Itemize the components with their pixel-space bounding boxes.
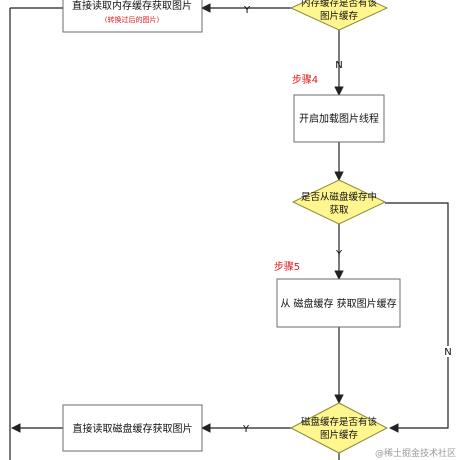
step5-label: 步骤5 bbox=[274, 261, 300, 273]
label-y-bottom: Y bbox=[242, 424, 250, 435]
label-n-top: N bbox=[335, 60, 342, 71]
disk-decision-diamond: 是否从磁盘缓存中 获取 bbox=[291, 179, 387, 225]
disk-decision-line2: 获取 bbox=[329, 205, 349, 216]
thread-process-box: 开启加载图片线程 bbox=[293, 94, 385, 143]
disk-decision-line1: 是否从磁盘缓存中 bbox=[301, 191, 377, 203]
memory-decision-line1: 内存缓存是否有该 bbox=[301, 0, 377, 9]
memory-decision-diamond: 内存缓存是否有该 图片缓存 bbox=[289, 0, 389, 31]
branch-labels: Y N Y N Y bbox=[242, 5, 454, 435]
label-y-top: Y bbox=[243, 5, 251, 16]
label-y-mid: Y bbox=[335, 249, 343, 260]
bottom-decision-line1: 磁盘缓存是否有该 bbox=[301, 416, 377, 428]
bottom-decision-diamond: 磁盘缓存是否有该 图片缓存 bbox=[289, 402, 389, 454]
memory-decision-line2: 图片缓存 bbox=[320, 10, 359, 22]
thread-box-label: 开启加载图片线程 bbox=[299, 112, 379, 125]
step4-label: 步骤4 bbox=[292, 74, 318, 86]
bottom-box-label: 直接读取磁盘缓存获取图片 bbox=[73, 422, 193, 435]
bottom-decision-line2: 图片缓存 bbox=[320, 429, 359, 441]
bottom-process-box: 直接读取磁盘缓存获取图片 bbox=[62, 404, 203, 452]
arrow-disk-decision-no-branch bbox=[385, 202, 449, 433]
watermark-text: @稀土掘金技术社区 bbox=[375, 447, 456, 459]
top-process-box: 直接读取内存缓存获取图片 (转换过后的图片) bbox=[62, 0, 203, 33]
top-box-line1: 直接读取内存缓存获取图片 bbox=[72, 0, 192, 12]
top-box-line2: (转换过后的图片) bbox=[105, 15, 160, 24]
disk-read-process-box: 从 磁盘缓存 获取图片缓存 bbox=[276, 278, 401, 328]
label-n-right: N bbox=[444, 347, 451, 358]
disk-read-box-label: 从 磁盘缓存 获取图片缓存 bbox=[280, 297, 396, 310]
connectors bbox=[9, 3, 449, 460]
